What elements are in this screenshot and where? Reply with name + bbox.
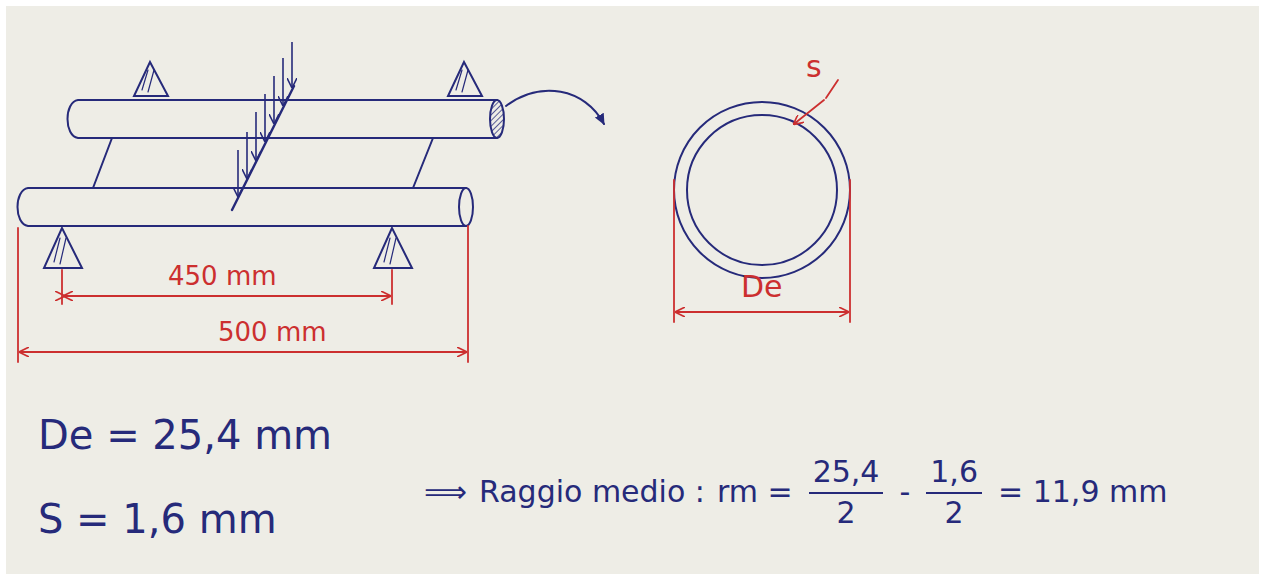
dimension-label: 450 mm: [168, 262, 277, 292]
formula-text: ⟹: [424, 475, 467, 510]
formula-text: rm =: [717, 475, 793, 510]
dimension-label: De: [741, 270, 783, 305]
fraction-numerator: 1,6: [926, 455, 982, 494]
thickness-label: s: [806, 50, 822, 85]
formula-row: ⟹Raggio medio :rm =25,42-1,62= 11,9 mm: [418, 455, 1173, 530]
fraction-denominator: 2: [945, 494, 964, 531]
formula-text: Raggio medio :: [479, 475, 705, 510]
formula-text: = 11,9 mm: [998, 475, 1167, 510]
data-note: De = 25,4 mm: [38, 412, 332, 458]
formula-text: -: [899, 475, 910, 510]
dimension-label: 500 mm: [218, 318, 327, 348]
data-note: S = 1,6 mm: [38, 496, 277, 542]
fraction-numerator: 25,4: [809, 455, 884, 494]
fraction: 25,42: [809, 455, 884, 530]
fraction-denominator: 2: [837, 494, 856, 531]
fraction: 1,62: [926, 455, 982, 530]
